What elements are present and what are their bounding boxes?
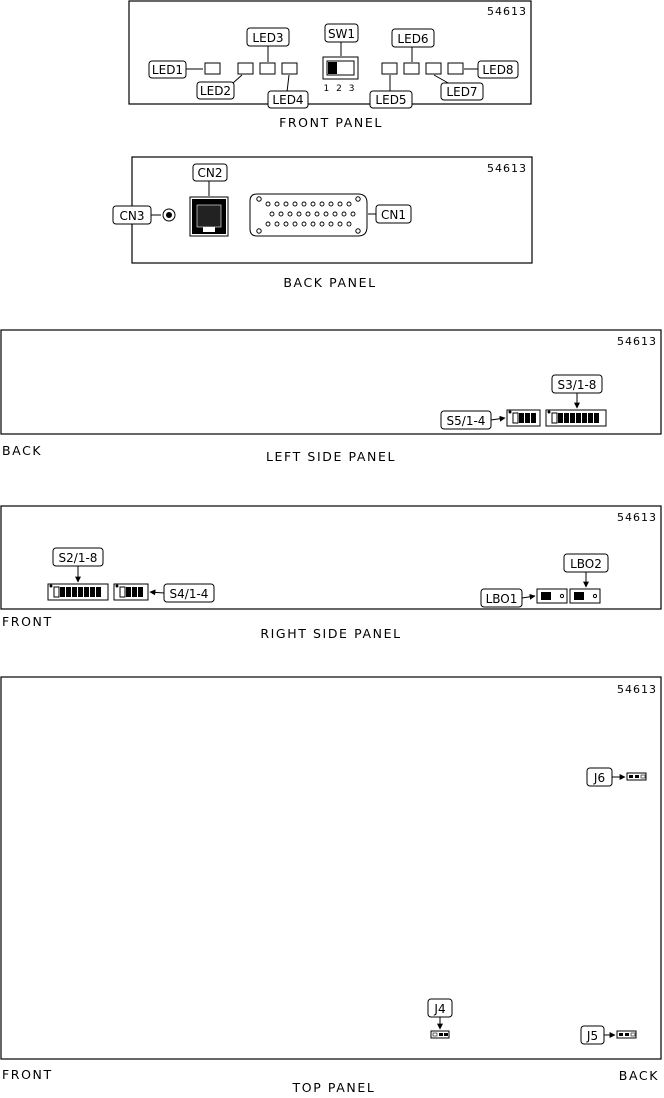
s5-dip-switch bbox=[506, 409, 541, 427]
lbo2-callout: LBO2 bbox=[563, 553, 609, 573]
svg-text:LED2: LED2 bbox=[200, 84, 231, 98]
back-panel-caption: BACK PANEL bbox=[283, 275, 376, 290]
lbo2-jumper bbox=[569, 588, 601, 604]
s2-dip-switch bbox=[47, 583, 109, 601]
svg-text:LBO2: LBO2 bbox=[570, 557, 602, 571]
back-panel-model-number: 54613 bbox=[487, 162, 527, 175]
led1-callout: LED1 bbox=[148, 60, 187, 79]
led6-indicator bbox=[403, 62, 420, 75]
led4-callout: LED4 bbox=[267, 90, 309, 109]
led5-indicator bbox=[381, 62, 398, 75]
cn1-callout: CN1 bbox=[375, 204, 412, 224]
cn3-jack bbox=[162, 208, 176, 222]
right-side-panel-model-number: 54613 bbox=[617, 511, 657, 524]
left-side-panel: 54613 S5/1-4 bbox=[0, 329, 662, 464]
led2-callout: LED2 bbox=[196, 81, 235, 100]
led8-indicator bbox=[447, 62, 464, 75]
cn2-callout: CN2 bbox=[192, 163, 228, 182]
led3-callout: LED3 bbox=[246, 27, 290, 47]
s4-dip-switch bbox=[113, 583, 149, 601]
top-panel-model-number: 54613 bbox=[617, 683, 657, 696]
left-side-panel-caption: LEFT SIDE PANEL bbox=[266, 449, 396, 464]
top-panel-front-label: FRONT bbox=[2, 1067, 53, 1082]
left-side-back-label: BACK bbox=[2, 443, 42, 458]
led4-indicator bbox=[281, 62, 298, 75]
led6-callout: LED6 bbox=[391, 28, 435, 48]
led7-callout: LED7 bbox=[440, 82, 484, 101]
sw1-switch bbox=[322, 56, 359, 80]
led3-indicator bbox=[259, 62, 276, 75]
left-side-panel-model-number: 54613 bbox=[617, 335, 657, 348]
front-panel: 54613 1 2 3 LED1 bbox=[128, 0, 532, 130]
right-side-panel: 54613 bbox=[0, 505, 662, 641]
svg-text:S5/1-4: S5/1-4 bbox=[447, 414, 486, 428]
cn1-connector bbox=[249, 193, 368, 237]
svg-text:LED4: LED4 bbox=[272, 93, 303, 107]
svg-text:LED7: LED7 bbox=[446, 85, 477, 99]
right-side-panel-outline bbox=[0, 505, 662, 610]
s3-dip-switch bbox=[545, 409, 607, 427]
top-panel-caption: TOP PANEL bbox=[292, 1080, 376, 1095]
j5-jumper bbox=[616, 1030, 637, 1039]
right-side-panel-caption: RIGHT SIDE PANEL bbox=[260, 626, 401, 641]
s3-callout: S3/1-8 bbox=[551, 374, 603, 394]
led8-callout: LED8 bbox=[477, 60, 519, 79]
sw1-callout: SW1 bbox=[324, 23, 359, 43]
front-panel-model-number: 54613 bbox=[487, 5, 527, 18]
svg-text:S2/1-8: S2/1-8 bbox=[59, 551, 98, 565]
left-side-panel-outline bbox=[0, 329, 662, 435]
svg-text:LED3: LED3 bbox=[252, 31, 283, 45]
j4-callout: J4 bbox=[427, 998, 453, 1018]
led7-indicator bbox=[425, 62, 442, 75]
top-panel-outline bbox=[0, 676, 662, 1060]
j4-jumper bbox=[430, 1030, 450, 1039]
j6-jumper bbox=[626, 772, 647, 781]
sw1-position-numbers: 1 2 3 bbox=[324, 84, 357, 94]
j5-callout: J5 bbox=[580, 1025, 605, 1045]
svg-text:J6: J6 bbox=[593, 771, 605, 785]
lbo1-jumper bbox=[536, 588, 568, 604]
right-side-front-label: FRONT bbox=[2, 614, 53, 629]
front-panel-caption: FRONT PANEL bbox=[279, 115, 383, 130]
front-panel-outline bbox=[128, 0, 532, 105]
svg-text:LED5: LED5 bbox=[375, 93, 406, 107]
s2-callout: S2/1-8 bbox=[52, 547, 104, 567]
svg-text:J4: J4 bbox=[433, 1002, 445, 1016]
j6-callout: J6 bbox=[586, 767, 613, 787]
led5-callout: LED5 bbox=[369, 90, 413, 109]
cn3-callout: CN3 bbox=[112, 205, 152, 225]
back-panel: 54613 bbox=[112, 156, 533, 290]
svg-text:LBO1: LBO1 bbox=[486, 592, 518, 606]
led2-indicator bbox=[237, 62, 254, 75]
svg-text:CN3: CN3 bbox=[120, 209, 145, 223]
led1-indicator bbox=[204, 62, 221, 75]
svg-text:CN2: CN2 bbox=[198, 166, 223, 180]
svg-text:J5: J5 bbox=[586, 1029, 598, 1043]
svg-text:LED6: LED6 bbox=[397, 32, 428, 46]
svg-text:LED1: LED1 bbox=[152, 63, 183, 77]
svg-text:S4/1-4: S4/1-4 bbox=[170, 587, 209, 601]
s4-callout: S4/1-4 bbox=[163, 583, 215, 603]
top-panel-back-label: BACK bbox=[619, 1068, 659, 1083]
top-panel: 54613 J6 J4 bbox=[0, 676, 662, 1095]
svg-text:SW1: SW1 bbox=[328, 27, 355, 41]
svg-text:S3/1-8: S3/1-8 bbox=[558, 378, 597, 392]
s5-callout: S5/1-4 bbox=[440, 410, 492, 430]
lbo1-callout: LBO1 bbox=[480, 588, 523, 608]
svg-text:CN1: CN1 bbox=[381, 208, 406, 222]
svg-text:LED8: LED8 bbox=[482, 63, 513, 77]
cn2-jack bbox=[189, 196, 229, 237]
